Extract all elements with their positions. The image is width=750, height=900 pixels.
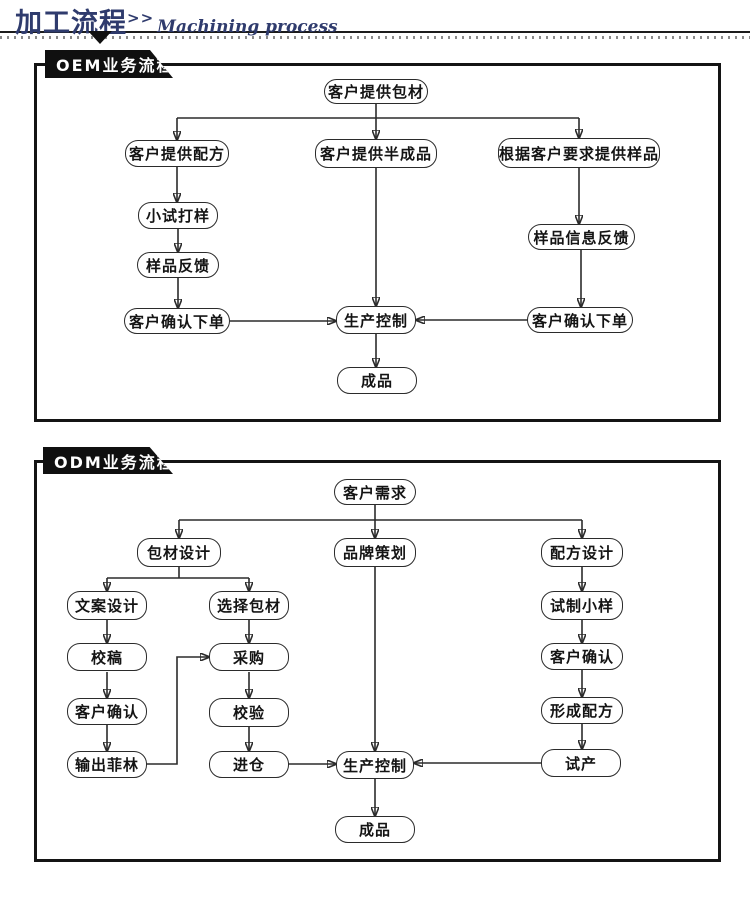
odm-node-trial-small-sample: 试制小样 bbox=[541, 591, 623, 620]
title-chevrons: >> bbox=[127, 9, 155, 27]
page-header: 加工流程>>Machining process bbox=[15, 1, 338, 40]
oem-node-confirm-order-right: 客户确认下单 bbox=[527, 307, 633, 333]
odm-node-purchasing: 采购 bbox=[209, 643, 289, 671]
odm-node-warehousing: 进仓 bbox=[209, 751, 289, 778]
down-triangle-icon bbox=[88, 31, 112, 44]
oem-node-provide-sample-on-request: 根据客户要求提供样品 bbox=[498, 138, 660, 168]
oem-node-finished-product: 成品 bbox=[337, 367, 417, 394]
header-dotted-line bbox=[0, 36, 750, 39]
odm-node-brand-planning: 品牌策划 bbox=[334, 538, 416, 567]
odm-node-inspection: 校验 bbox=[209, 698, 289, 727]
oem-node-confirm-order-left: 客户确认下单 bbox=[124, 308, 230, 334]
odm-node-customer-confirm-left: 客户确认 bbox=[67, 698, 147, 725]
oem-node-sample-feedback: 样品反馈 bbox=[137, 252, 219, 278]
oem-node-provide-semi: 客户提供半成品 bbox=[315, 139, 437, 168]
odm-node-copy-design: 文案设计 bbox=[67, 591, 147, 620]
oem-node-trial-sample: 小试打样 bbox=[138, 202, 218, 229]
oem-node-sample-info-feedback: 样品信息反馈 bbox=[528, 224, 635, 250]
oem-section-banner: OEM业务流程 bbox=[45, 50, 173, 78]
odm-node-customer-confirm-right: 客户确认 bbox=[541, 643, 623, 670]
odm-node-customer-demand: 客户需求 bbox=[334, 479, 416, 505]
oem-node-provide-packaging: 客户提供包材 bbox=[324, 79, 428, 104]
oem-node-provide-formula: 客户提供配方 bbox=[125, 140, 229, 167]
odm-node-output-film: 输出菲林 bbox=[67, 751, 147, 778]
odm-node-proofreading: 校稿 bbox=[67, 643, 147, 671]
odm-node-finished-product: 成品 bbox=[335, 816, 415, 843]
odm-node-select-packaging: 选择包材 bbox=[209, 591, 289, 620]
odm-node-formula-design: 配方设计 bbox=[541, 538, 623, 567]
odm-section-banner: ODM业务流程 bbox=[43, 447, 173, 474]
page-subtitle: Machining process bbox=[157, 17, 338, 37]
oem-node-production-control: 生产控制 bbox=[336, 306, 416, 334]
odm-node-production-control: 生产控制 bbox=[336, 751, 414, 779]
odm-node-form-formula: 形成配方 bbox=[541, 697, 623, 724]
header-rule bbox=[0, 31, 750, 33]
odm-node-packaging-design: 包材设计 bbox=[137, 538, 221, 567]
odm-node-trial-production: 试产 bbox=[541, 749, 621, 777]
